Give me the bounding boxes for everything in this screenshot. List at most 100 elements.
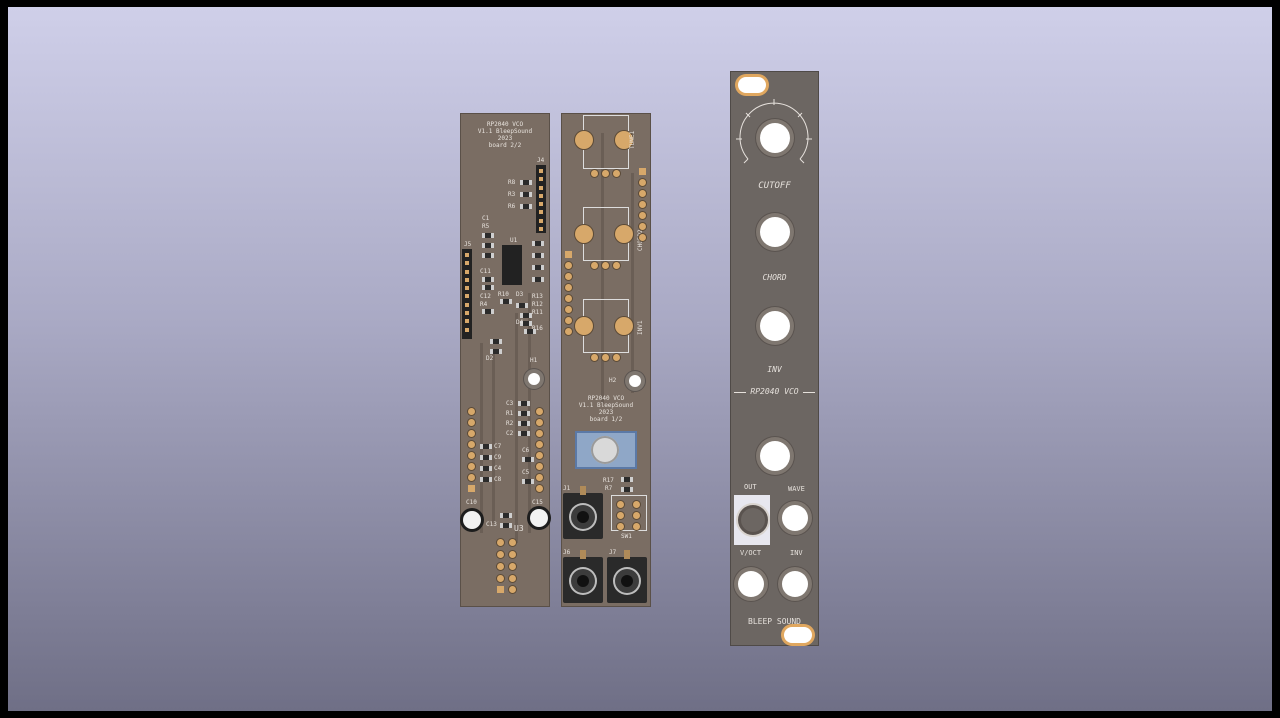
tht-pad (497, 539, 504, 546)
ref-r3: R3 (508, 191, 516, 198)
ref-j6: J6 (563, 549, 571, 556)
label-brand: BLEEP SOUND (748, 617, 801, 626)
ref-c4: C4 (494, 465, 502, 472)
tht-pad (633, 523, 640, 530)
capacitor-c1 (482, 233, 494, 238)
label-out: OUT (744, 483, 757, 491)
pot-pin (613, 354, 620, 361)
tht-pad (565, 295, 572, 302)
ref-c8: C8 (494, 476, 502, 483)
tht-pad (536, 474, 543, 481)
front-panel: CUTOFF CHORD INV RP2040 VCO OUT WAVE V/O… (730, 71, 819, 646)
knob-hole-inv[interactable] (760, 311, 790, 341)
tht-pad (536, 408, 543, 415)
smd-part (532, 277, 544, 282)
ref-r5: R5 (482, 223, 490, 230)
tht-pad-square (468, 485, 475, 492)
jack-hole-out[interactable] (736, 503, 770, 537)
switch-footprint-sw1 (611, 495, 647, 531)
jack-hole-inv[interactable] (782, 571, 808, 597)
tht-pad (633, 512, 640, 519)
ref-d3: D3 (516, 291, 524, 298)
ref-j7: J7 (609, 549, 617, 556)
label-panel-title: RP2040 VCO (750, 387, 799, 396)
tht-pad (536, 430, 543, 437)
ref-c10: C10 (466, 499, 477, 506)
trace (480, 343, 483, 533)
trace (492, 353, 495, 523)
ref-r10: R10 (498, 291, 509, 298)
capacitor-c10 (463, 511, 481, 529)
panel-mounting-slot-bottom (784, 627, 812, 643)
jack-hole-wave[interactable] (782, 505, 808, 531)
tht-pad-square (565, 251, 572, 258)
pot-mount-pad (575, 131, 593, 149)
ref-r12: R12 (532, 301, 543, 308)
cutoff-scale (736, 99, 812, 164)
pot-mount-pad (615, 225, 633, 243)
ref-d2: D2 (486, 355, 494, 362)
label-chord: CHORD (762, 273, 787, 282)
tht-pad (639, 223, 646, 230)
mounting-hole-h2 (629, 375, 641, 387)
smd-part (500, 523, 512, 528)
ref-r16: R16 (532, 325, 543, 332)
tht-pad (639, 190, 646, 197)
capacitor-c6 (522, 457, 534, 462)
resistor-r1 (518, 411, 530, 416)
tht-pad (536, 485, 543, 492)
capacitor-c11 (482, 277, 494, 282)
knob-hole-chord[interactable] (760, 217, 790, 247)
resistor-r3 (520, 192, 532, 197)
label-voct: V/OCT (740, 549, 762, 557)
jack-hole-voct[interactable] (738, 571, 764, 597)
tht-pad (565, 317, 572, 324)
pot-pin (602, 262, 609, 269)
mounting-hole-h1 (528, 373, 540, 385)
ref-r17: R17 (603, 477, 614, 484)
knob-hole-cutoff[interactable] (760, 123, 790, 153)
ref-sw1: SW1 (621, 533, 632, 540)
resistor-r8 (520, 180, 532, 185)
ref-r8: R8 (508, 179, 516, 186)
jack-j6 (563, 550, 603, 603)
ref-r1: R1 (506, 410, 514, 417)
ref-h1: H1 (530, 357, 538, 364)
smd-part (480, 444, 492, 449)
tht-pad (565, 284, 572, 291)
diode-d3 (516, 303, 528, 308)
tht-pad (509, 563, 516, 570)
label-wave: WAVE (788, 485, 805, 493)
ref-j5: J5 (464, 241, 472, 248)
pot-pin (591, 170, 598, 177)
ic-u1 (502, 245, 522, 285)
switch-hole-wave-select[interactable] (760, 441, 790, 471)
tht-pad (497, 563, 504, 570)
capacitor-c2 (518, 431, 530, 436)
tht-pad (509, 575, 516, 582)
ref-c13: C13 (486, 521, 497, 528)
tht-pad (468, 408, 475, 415)
tht-pad (639, 212, 646, 219)
pot-pin (602, 354, 609, 361)
ref-c1: C1 (482, 215, 490, 222)
resistor-r4 (482, 309, 494, 314)
smd-part (480, 477, 492, 482)
pot-pin (591, 262, 598, 269)
smd-part (482, 253, 494, 258)
tht-pad (468, 452, 475, 459)
resistor-r5 (482, 243, 494, 248)
tht-pad (639, 179, 646, 186)
tht-pad (468, 419, 475, 426)
ref-u3: U3 (514, 524, 524, 533)
resistor-r2 (518, 421, 530, 426)
pot-pin (591, 354, 598, 361)
ref-c15: C15 (532, 499, 543, 506)
3d-viewer-viewport[interactable]: RP2040 VCO V1.1 BleepSound 2023 board 2/… (8, 7, 1272, 711)
smd-part (490, 339, 502, 344)
ref-c6: C6 (522, 447, 530, 454)
label-cutoff: CUTOFF (758, 181, 791, 191)
smd-part (520, 313, 532, 318)
ref-r11: R11 (532, 309, 543, 316)
tht-pad (536, 419, 543, 426)
